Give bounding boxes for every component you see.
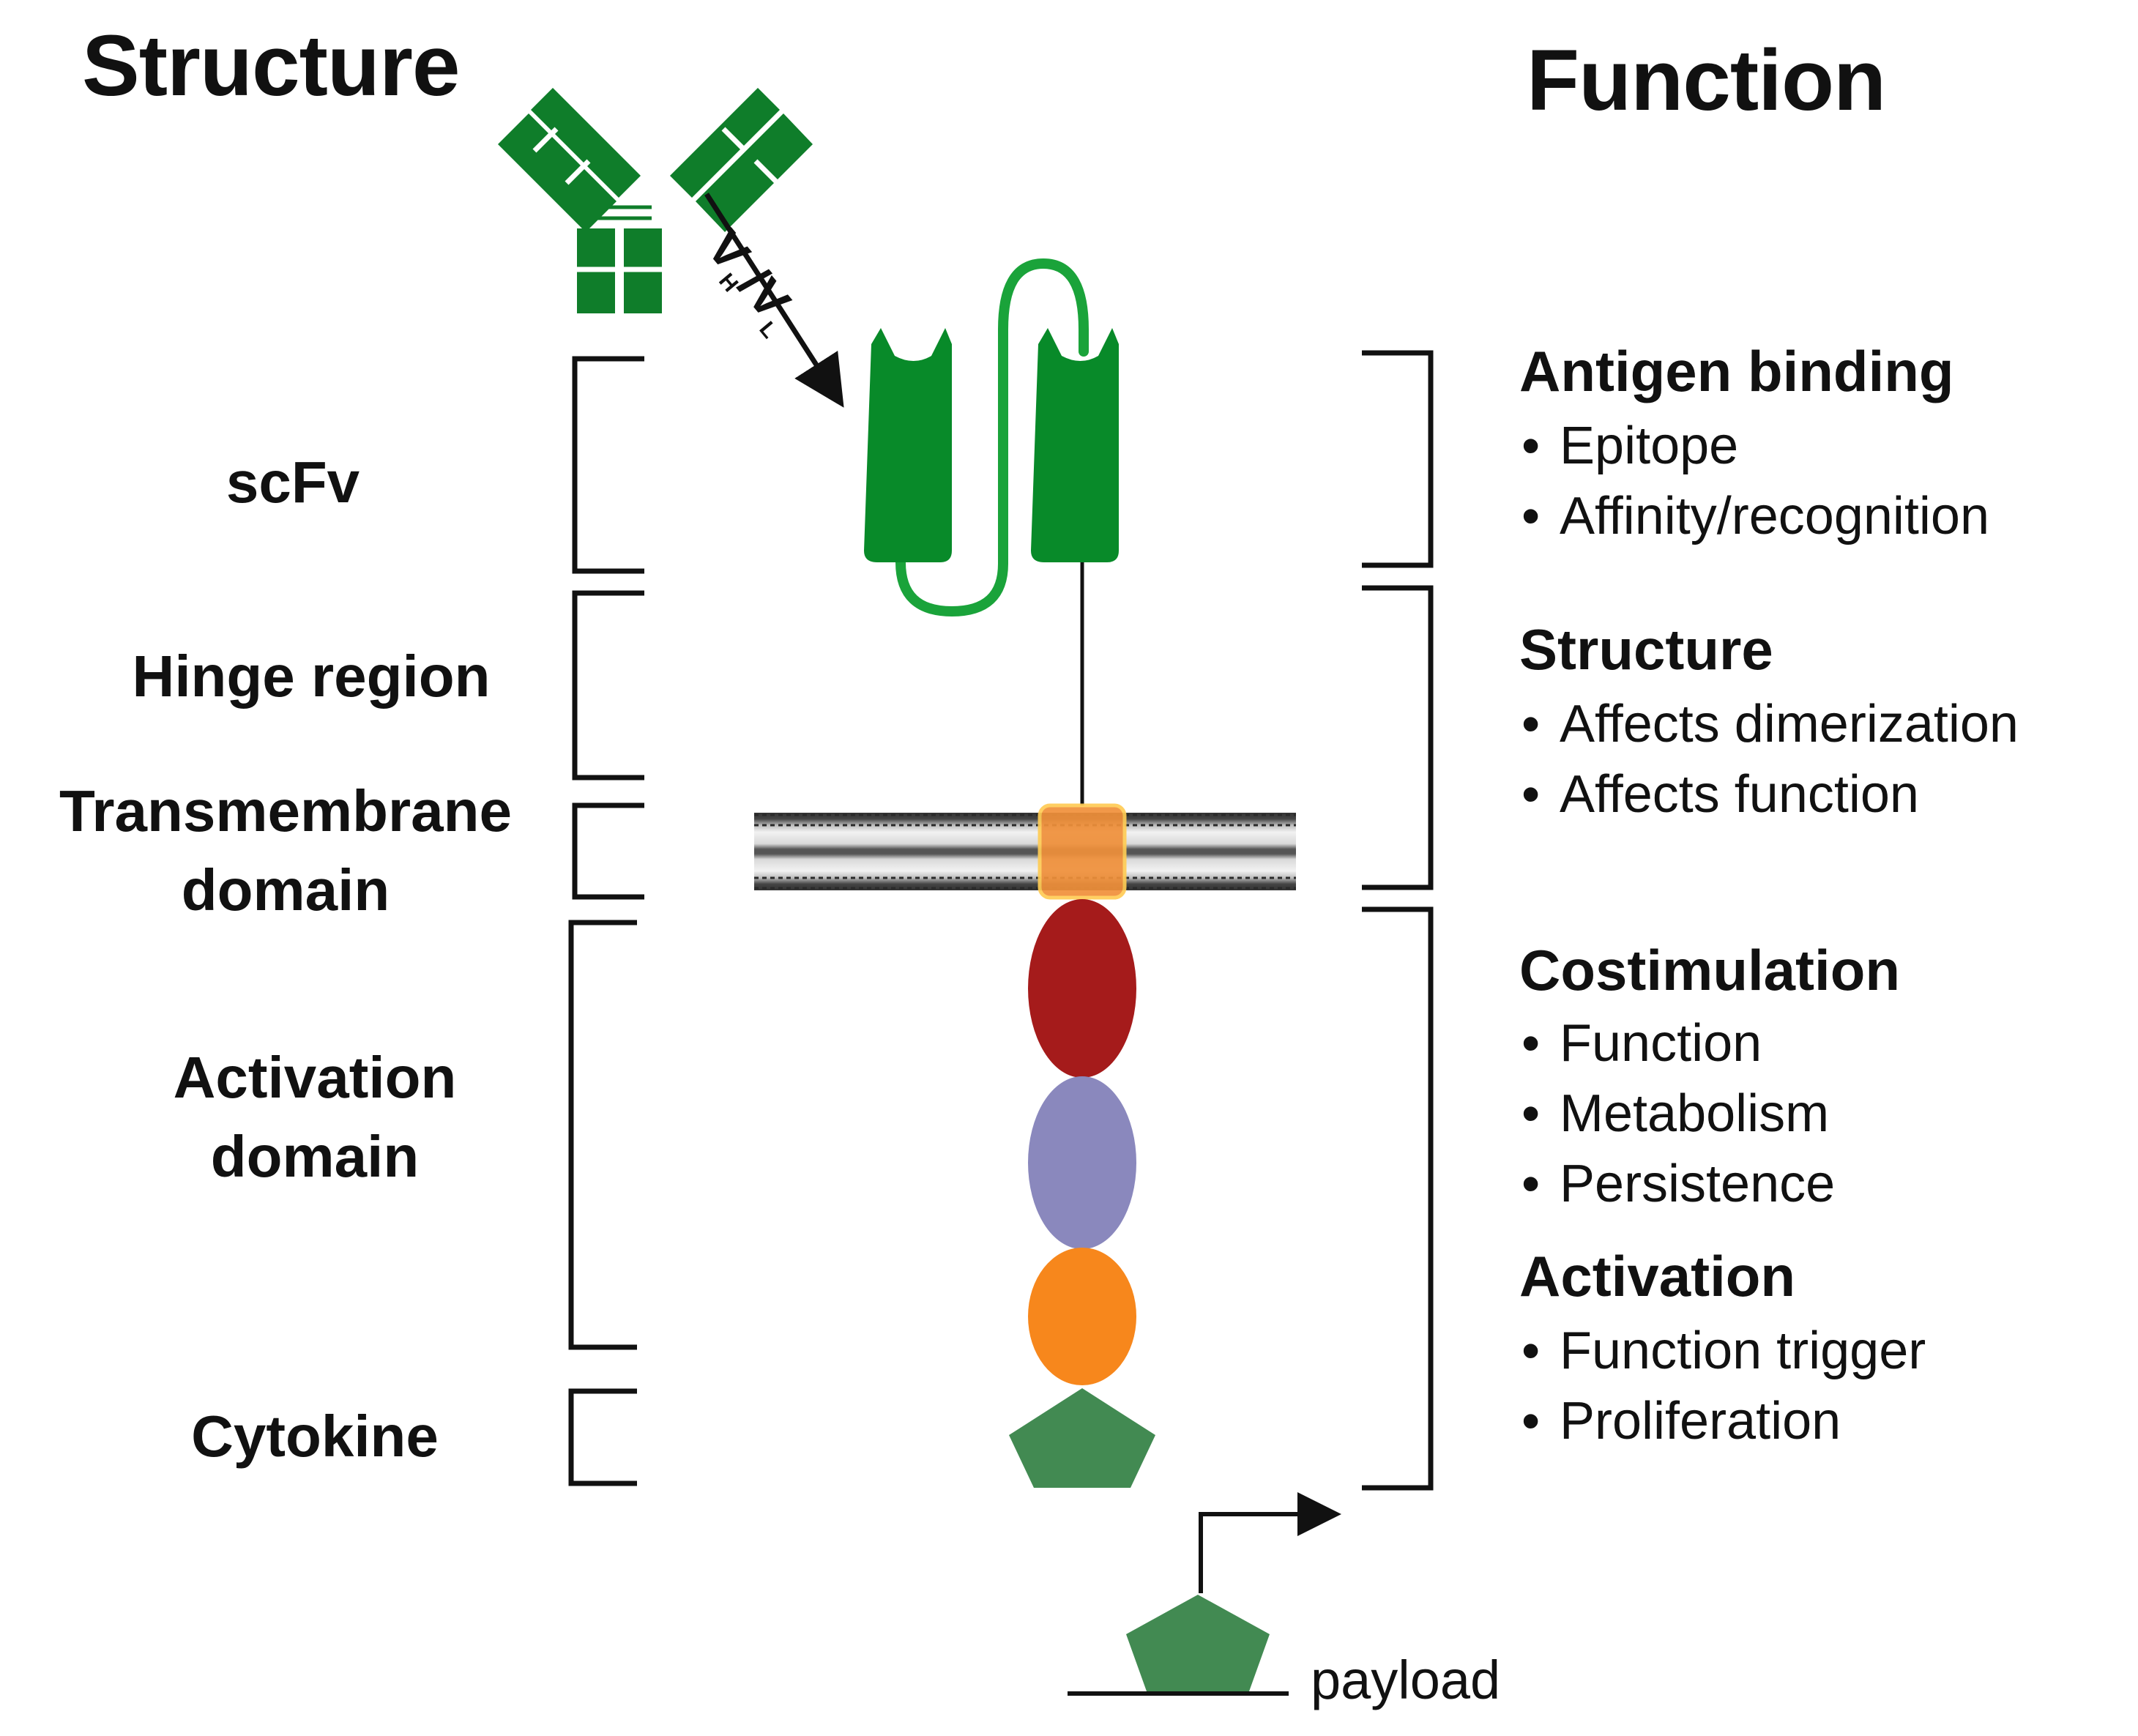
function-heading-antigen-binding: Antigen binding <box>1519 339 1954 403</box>
bracket-activation <box>568 920 637 1350</box>
structure-title: Structure <box>82 18 461 114</box>
payload-label: payload <box>1311 1650 1501 1710</box>
right-brackets <box>1362 350 1434 1491</box>
function-item-affinity: Affinity/recognition <box>1521 486 1989 546</box>
function-title: Function <box>1527 32 1886 129</box>
bracket-hinge <box>572 590 644 781</box>
left-brackets <box>568 356 644 1486</box>
cell-membrane <box>754 813 1296 890</box>
label-cytokine: Cytokine <box>191 1404 439 1469</box>
bracket-costim-activation <box>1362 906 1434 1491</box>
function-heading-activation: Activation <box>1519 1244 1796 1308</box>
function-heading-costimulation: Costimulation <box>1519 938 1900 1002</box>
label-scfv: scFv <box>226 450 360 515</box>
antibody-icon <box>498 88 813 313</box>
costimulatory-domain-lavender <box>1028 1076 1136 1249</box>
function-item-metabolism: Metabolism <box>1521 1084 1829 1144</box>
bracket-transmembrane <box>572 802 644 900</box>
function-item-persistence: Persistence <box>1521 1154 1835 1214</box>
scfv-linker <box>895 258 1089 617</box>
label-activation-domain: Activation domain <box>173 1045 457 1189</box>
function-item-function: Function <box>1521 1013 1762 1073</box>
cytokine-pentagon <box>1009 1388 1155 1488</box>
bracket-antigen-binding <box>1362 350 1434 568</box>
vh-vl-arrow <box>704 193 844 408</box>
vh-block <box>864 328 952 562</box>
function-item-epitope: Epitope <box>1521 416 1738 476</box>
function-item-dimerization: Affects dimerization <box>1521 694 2019 754</box>
bracket-cytokine <box>568 1388 637 1486</box>
function-item-affects-function: Affects function <box>1521 764 1919 824</box>
scfv-domain <box>864 258 1119 617</box>
function-item-function-trigger: Function trigger <box>1521 1321 1926 1381</box>
bracket-scfv <box>572 356 644 574</box>
transmembrane-segment <box>1038 803 1127 900</box>
payload-pentagon <box>1126 1595 1270 1691</box>
label-hinge-region: Hinge region <box>132 644 491 709</box>
vl-block <box>1031 328 1119 562</box>
bracket-structure <box>1362 585 1434 890</box>
label-transmembrane-domain: Transmembrane domain <box>59 778 513 923</box>
function-item-proliferation: Proliferation <box>1521 1391 1841 1451</box>
function-heading-structure: Structure <box>1519 617 1773 682</box>
payload-arrow <box>1199 1492 1341 1593</box>
costimulatory-domain-red <box>1028 899 1136 1078</box>
activation-domain-orange <box>1028 1248 1136 1385</box>
